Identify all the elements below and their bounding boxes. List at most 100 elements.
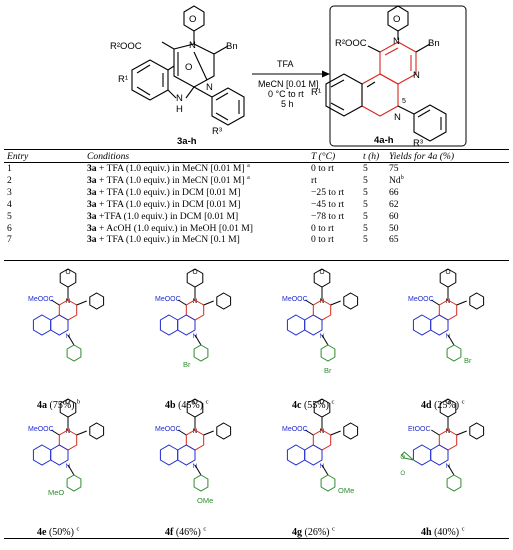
yield-value: 50 — [389, 222, 399, 234]
product-scope-structures: ONMeOOCNONMeOOCNBrONMeOOCNBrONMeOOCNBrON… — [28, 268, 485, 505]
compound-id: 4f — [165, 527, 174, 538]
cell-entry: 4 — [4, 199, 87, 211]
compound-id: 4h — [421, 527, 432, 538]
cell-conditions: 3a +TFA (1.0 equiv.) in DCM [0.01 M] — [87, 211, 311, 223]
substrate-id: 3a — [87, 174, 97, 186]
morpholine-n-label: N — [320, 298, 325, 305]
entry-number: 7 — [7, 234, 12, 246]
compound-id: 4g — [292, 527, 302, 538]
cell-yield: 60 — [389, 211, 509, 223]
substrate-id: 3a — [87, 198, 97, 210]
compound-id: 4a — [37, 400, 47, 411]
cell-entry: 1 — [4, 163, 87, 175]
compound-yield: (46%) — [175, 527, 201, 538]
entry-number: 3 — [7, 186, 12, 198]
table-row: 5 3a +TFA (1.0 equiv.) in DCM [0.01 M]−78… — [4, 211, 509, 223]
header-time: t (h) — [363, 150, 380, 162]
morpholine-n-label: N — [66, 428, 71, 435]
reactant-o-label: O — [189, 14, 196, 25]
reactant-ester-label: R²OOC — [110, 41, 142, 52]
time-value: 5 — [363, 163, 368, 174]
condition-time: 5 h — [281, 99, 294, 109]
cell-time: 5 — [363, 199, 389, 211]
compound-label-4f: 4f (46%) c — [165, 525, 207, 538]
compound-footnote: c — [203, 525, 207, 533]
yield-value: 75 — [389, 163, 399, 174]
reactant-label: 3a-h — [177, 136, 197, 147]
ring-n-label: N — [320, 333, 325, 340]
cell-temperature: 0 to rt — [311, 223, 363, 235]
cell-conditions: 3a + TFA (1.0 equiv.) in MeCN [0.01 M] a — [87, 163, 311, 175]
compound-yield: (45%) — [178, 400, 204, 411]
ring-n-label: N — [446, 333, 451, 340]
reagent-label: TFA — [277, 59, 294, 69]
ester-label: MeOOC — [28, 296, 54, 303]
reactant-h-label: H — [176, 104, 183, 115]
condition-text: + TFA (1.0 equiv.) in MeCN [0.01 M] — [96, 163, 248, 174]
yield-value: 62 — [389, 198, 399, 210]
cell-temperature: −25 to rt — [311, 187, 363, 199]
substituent-label: OMe — [338, 486, 354, 495]
product-n-label: N — [393, 36, 400, 47]
cell-time: 5 — [363, 234, 389, 246]
compound-id: 4b — [165, 400, 176, 411]
cell-yield: 50 — [389, 223, 509, 235]
compound-footnote: b — [77, 398, 81, 406]
morpholine-o-label: O — [66, 269, 71, 276]
cell-entry: 7 — [4, 234, 87, 246]
reactant-bridge-o-label: O — [185, 62, 192, 73]
cell-entry: 3 — [4, 187, 87, 199]
footnote-marker: a — [247, 174, 250, 181]
reactant-n-label: N — [189, 40, 196, 51]
condition-text: + TFA (1.0 equiv.) in DCM [0.01 M] — [96, 186, 241, 198]
table-row: 1 3a + TFA (1.0 equiv.) in MeCN [0.01 M] … — [4, 163, 509, 175]
ring-n-label: N — [193, 463, 198, 470]
substituent-label: Br — [324, 366, 332, 375]
temperature-value: −45 to rt — [311, 198, 345, 210]
compound-label-4a: 4a (75%) b — [37, 398, 81, 411]
morpholine-n-label: N — [193, 428, 198, 435]
compound-yield: (75%) — [49, 400, 75, 411]
condition-text: + TFA (1.0 equiv.) in MeCN [0.1 M] — [96, 234, 240, 246]
product-structure — [325, 5, 447, 142]
morpholine-n-label: N — [193, 298, 198, 305]
substrate-id: 3a — [87, 234, 97, 246]
compound-id: 4d — [421, 400, 432, 411]
cell-entry: 6 — [4, 223, 87, 235]
product-label: 4a-h — [374, 135, 394, 146]
morpholine-n-label: N — [320, 428, 325, 435]
product-position-5: 5 — [402, 98, 406, 105]
condition-temperature: 0 °C to rt — [268, 89, 304, 99]
compound-yield: (25%) — [434, 400, 460, 411]
product-r3-label: R³ — [413, 138, 423, 148]
temperature-value: rt — [311, 174, 317, 186]
yield-value: Nd — [389, 174, 401, 186]
substituent-label: Br — [183, 360, 191, 369]
reactant-r1-label: R¹ — [118, 74, 128, 85]
compound-id: 4e — [37, 527, 47, 538]
cell-temperature: −78 to rt — [311, 211, 363, 223]
temperature-value: 0 to rt — [311, 163, 334, 174]
ester-label: MeOOC — [155, 426, 181, 433]
cell-conditions: 3a + TFA (1.0 equiv.) in MeCN [0.1 M] — [87, 234, 311, 246]
condition-text: + TFA (1.0 equiv.) in MeCN [0.01 M] — [96, 174, 248, 186]
cell-time: 5 — [363, 211, 389, 223]
ring-n-label: N — [66, 463, 71, 470]
product-o-label: O — [393, 14, 400, 25]
yield-value: 66 — [389, 186, 399, 198]
condition-text: +TFA (1.0 equiv.) in DCM [0.01 M] — [96, 210, 239, 222]
entry-number: 1 — [7, 163, 12, 174]
cell-yield: Ndb — [389, 175, 509, 187]
morpholine-o-label: O — [320, 399, 325, 406]
compound-yield: (55%) — [303, 400, 329, 411]
yield-value: 60 — [389, 210, 399, 222]
compound-label-4c: 4c (55%) c — [292, 399, 334, 411]
